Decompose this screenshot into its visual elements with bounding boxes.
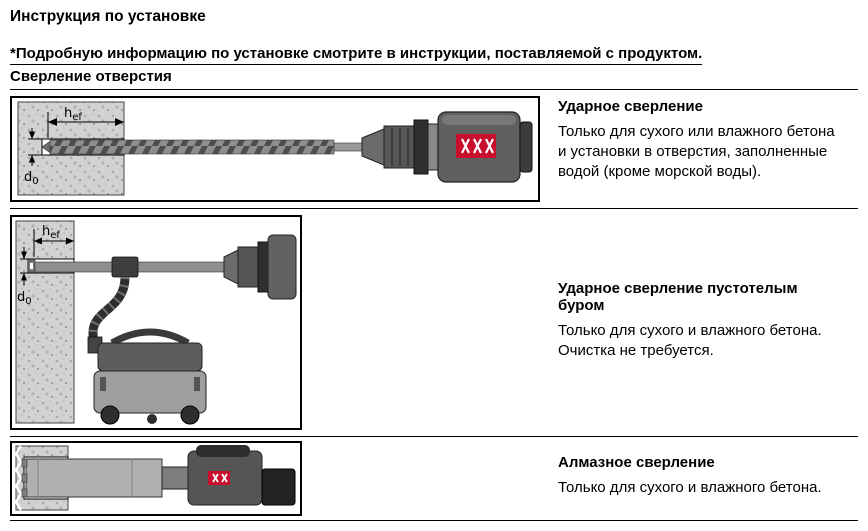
hef-label: hef [42, 224, 60, 241]
row-body: Только для сухого и влажного бетона. Очи… [558, 321, 822, 359]
row-diamond-drilling: Алмазное сверление Только для сухого и в… [10, 437, 858, 521]
hef-label: hef [64, 106, 82, 123]
row-body: Только для сухого и влажного бетона. [558, 479, 822, 497]
d0-label: d0 [24, 170, 39, 187]
section-title-drilling: Сверление отверстия [10, 65, 858, 90]
installation-note: *Подробную информацию по установке смотр… [10, 45, 703, 65]
suction-coupler [111, 256, 139, 278]
row-heading: Ударное сверление [558, 98, 703, 115]
text-cell-hollow-bit: Ударное сверление пустотелым буром Тольк… [548, 280, 858, 365]
row-heading: Ударное сверление пустотелым буром [558, 279, 798, 314]
hammer-drill-chuck [361, 111, 533, 183]
drill-bit [41, 139, 363, 155]
text-cell-diamond: Алмазное сверление Только для сухого и в… [548, 454, 858, 502]
dimension-hef: hef [33, 224, 74, 257]
installation-note-row: *Подробную информацию по установке смотр… [10, 45, 858, 65]
hammer-drill-chuck [223, 234, 297, 300]
hammer-drilling-illustration: hef d0 [17, 101, 533, 196]
concrete-block [15, 220, 75, 424]
figure-cell-hollow-bit: hef d0 [10, 209, 548, 436]
diamond-drilling-illustration [14, 445, 296, 511]
brand-logo [456, 134, 496, 158]
vacuum-cleaner [87, 328, 207, 425]
page-title: Инструкция по установке [10, 8, 206, 25]
figure-cell-hammer-drilling: hef d0 [10, 90, 548, 208]
diamond-core-machine [161, 445, 296, 506]
figure-hammer-drilling: hef d0 [10, 96, 540, 202]
figure-cell-diamond [10, 437, 548, 520]
d0-label: d0 [17, 290, 32, 307]
row-body: Только для сухого или влажного бетона и … [558, 123, 835, 181]
figure-diamond-drilling [10, 441, 302, 516]
battery-pack [261, 468, 296, 506]
hollow-bit-illustration: hef d0 [15, 220, 297, 425]
figure-hollow-bit-drilling: hef d0 [10, 215, 302, 430]
row-heading: Алмазное сверление [558, 454, 715, 472]
dimension-d0: d0 [17, 247, 32, 307]
diamond-core-bit [21, 458, 163, 498]
dimension-hef: hef [47, 106, 124, 138]
suction-hose [88, 276, 130, 343]
dimension-d0: d0 [24, 128, 42, 187]
row-hollow-bit-drilling: hef d0 Ударное сверление пустотелым буро… [10, 209, 858, 437]
text-cell-hammer-drilling: Ударное сверление Только для сухого или … [548, 90, 858, 208]
row-hammer-drilling: hef d0 Ударное сверление Только для сух [10, 90, 858, 209]
brand-logo [208, 471, 230, 485]
concrete-break-edge [14, 445, 23, 511]
